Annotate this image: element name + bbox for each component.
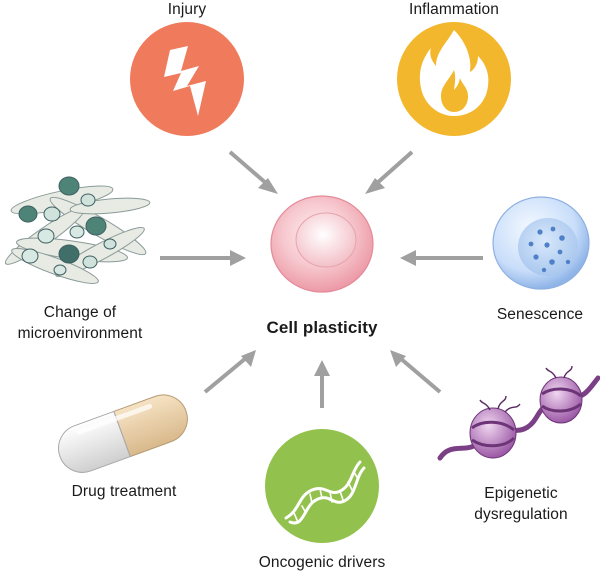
cell-plasticity-label: Cell plasticity — [266, 318, 378, 337]
capsule-icon — [58, 394, 188, 473]
central-cell-icon — [270, 195, 374, 293]
arrow-injury — [228, 150, 278, 194]
senescence-label: Senescence — [496, 306, 584, 323]
dna-icon — [284, 460, 366, 525]
flame-icon — [419, 30, 489, 116]
arrow-epigenetic — [390, 350, 442, 394]
arrow-senescence — [400, 250, 483, 266]
drug-treatment-label: Drug treatment — [71, 483, 177, 500]
fibroblast-cluster-icon — [4, 176, 151, 284]
inflammation-label: Inflammation — [409, 1, 499, 18]
arrow-drug — [203, 350, 256, 394]
senescent-cell-icon — [492, 196, 590, 290]
arrow-inflammation — [365, 150, 414, 194]
nucleosome-1 — [469, 407, 517, 459]
arrow-oncogenic — [314, 360, 330, 408]
epigenetic-label-line1: Epigenetic — [484, 485, 558, 502]
injury-label: Injury — [167, 1, 207, 18]
epigenetic-label-line2: dysregulation — [474, 506, 568, 523]
lightning-icon — [164, 46, 206, 116]
inflammation-icon — [397, 22, 511, 136]
oncogenic-drivers-label: Oncogenic drivers — [258, 554, 386, 571]
microenvironment-label-line2: microenvironment — [17, 325, 143, 342]
injury-icon — [130, 22, 244, 136]
oncogenic-icon — [265, 429, 379, 543]
microenvironment-label-line1: Change of — [43, 304, 117, 321]
oncogenic-circle — [265, 429, 379, 543]
arrow-microenvironment — [160, 250, 246, 266]
nucleosome-2 — [539, 376, 583, 424]
arrows — [160, 150, 483, 408]
chromatin-icon — [437, 365, 600, 461]
